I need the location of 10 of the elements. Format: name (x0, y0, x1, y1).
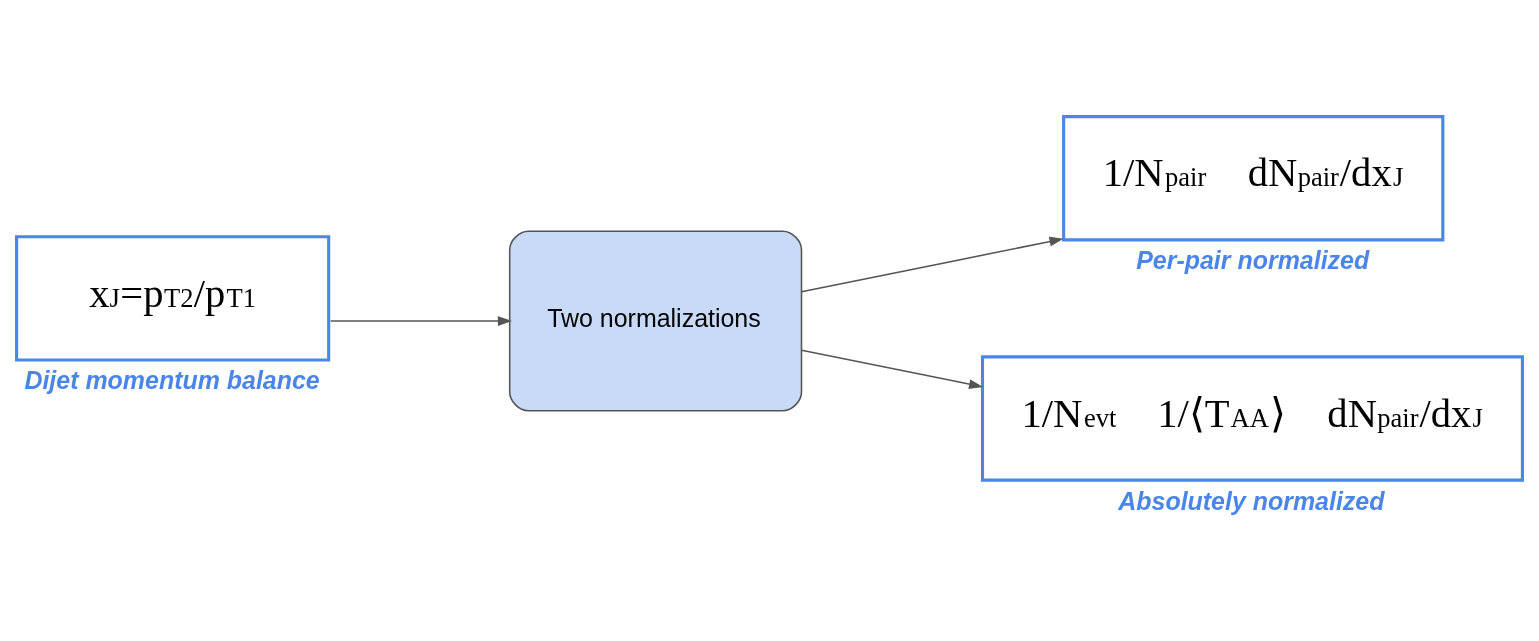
node-box: 1/Nevt 1/⟨TAA⟩ dNpair/dxJ (980, 354, 1524, 482)
arrow (800, 348, 984, 389)
node-label: Dijet momentum balance (24, 365, 320, 394)
node-label: Per-pair normalized (1136, 245, 1370, 274)
node-box: xJ=pT2/pT1 (15, 234, 331, 362)
node-label: Absolutely normalized (1118, 486, 1385, 514)
node-box: Two normalizations (508, 230, 803, 411)
arrow (800, 236, 1064, 293)
node-box: 1/Npair dNpair/dxJ (1062, 114, 1445, 241)
arrow (329, 315, 512, 326)
